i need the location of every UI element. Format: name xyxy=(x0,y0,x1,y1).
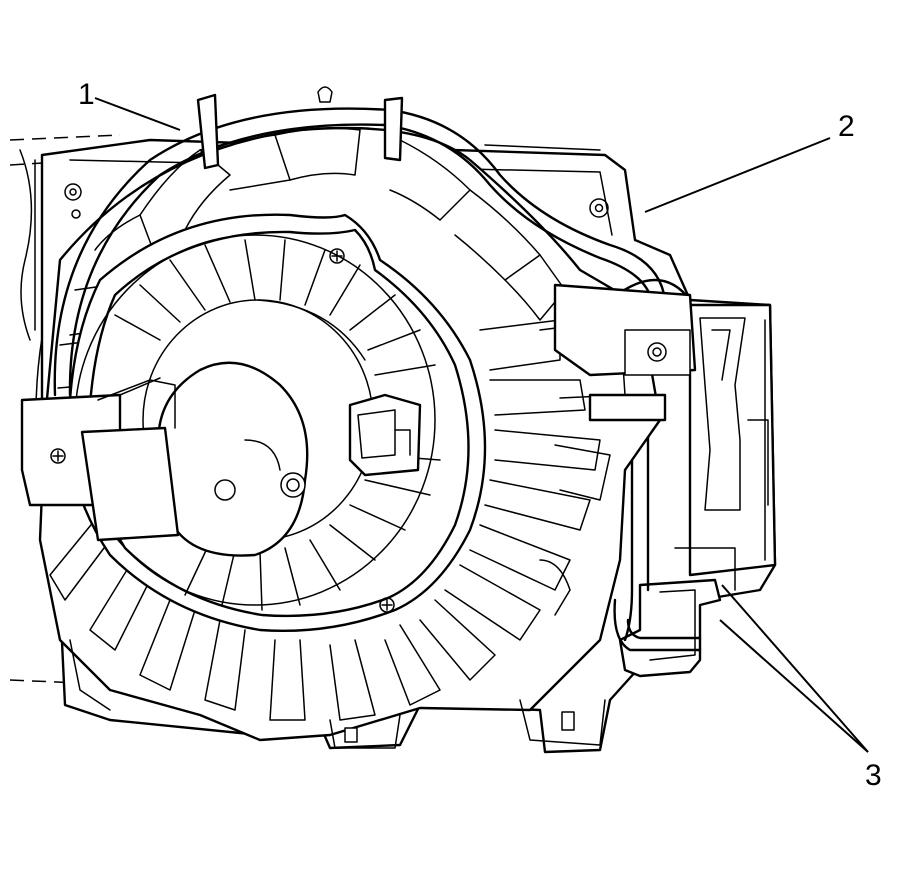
callout-3-leader-a xyxy=(721,584,869,753)
callout-2-leader xyxy=(644,137,831,213)
callout-leaders xyxy=(94,97,869,753)
right-module xyxy=(618,303,777,678)
callout-1-label: 1 xyxy=(78,78,95,111)
callout-3-label: 3 xyxy=(865,759,882,792)
callout-2-label: 2 xyxy=(838,110,855,143)
motor-hub xyxy=(157,361,309,557)
callout-1-leader xyxy=(94,97,181,131)
wiring-harness xyxy=(53,86,667,397)
pipes xyxy=(608,278,702,652)
connector-upper-right xyxy=(553,283,697,422)
resistor-block xyxy=(20,377,180,542)
motor-connector xyxy=(348,393,422,477)
callout-3-leader-b xyxy=(719,619,869,753)
